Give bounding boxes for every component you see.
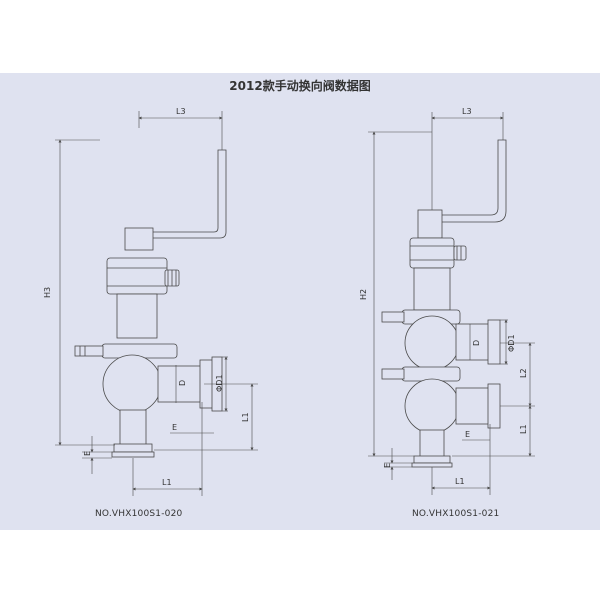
- dimensions-left: [55, 111, 258, 496]
- side-flange-lower-right: [487, 383, 501, 429]
- side-flange-upper-right: [487, 319, 501, 365]
- dim-E-left: E: [83, 451, 92, 456]
- handle-right: [439, 139, 507, 223]
- dim-E-mid-left: E: [172, 423, 177, 432]
- bottom-ferrule-left: [111, 451, 155, 458]
- valve-body-left: [102, 354, 162, 414]
- neck-left: [116, 293, 158, 339]
- dim-L1-bottom-left: L1: [162, 478, 172, 487]
- dimension-labels-right: L3 H2 D ΦD1 L2 L1 E E L1: [359, 107, 528, 486]
- side-outlet-upper-right: [455, 323, 493, 361]
- clamp-bolt-left: [74, 345, 104, 357]
- dim-D1-right: ΦD1: [507, 334, 516, 352]
- model-number-left: NO.VHX100S1-020: [95, 509, 183, 519]
- handle-left: [150, 149, 227, 239]
- bottom-outlet-left: [119, 409, 147, 447]
- dim-D1-left: ΦD1: [215, 374, 224, 392]
- dim-L2-right: L2: [519, 368, 528, 378]
- bottom-flange-left: [113, 443, 153, 453]
- dim-E-mid-right: E: [465, 430, 470, 439]
- dim-L1-bottom-right: L1: [455, 477, 465, 486]
- neck-right: [413, 267, 451, 311]
- dim-H2-right: H2: [359, 289, 368, 300]
- valve-right: [381, 139, 507, 468]
- dim-E-left-right: E: [383, 463, 392, 468]
- dim-L1-vertical-right: L1: [519, 424, 528, 434]
- valve-left: [74, 149, 227, 458]
- clamp-bolt-upper-right: [381, 311, 405, 323]
- stem-top-left: [124, 227, 154, 251]
- bottom-flange-right: [413, 455, 451, 464]
- sheet-title: 2012款手动换向阀数据图: [229, 79, 371, 93]
- actuator-right: [409, 237, 455, 269]
- dim-D-left: D: [178, 380, 187, 386]
- model-number-right: NO.VHX100S1-021: [412, 509, 500, 519]
- knob-right: [453, 245, 467, 261]
- dim-L3-left: L3: [176, 107, 186, 116]
- clamp-bolt-lower-right: [381, 368, 405, 380]
- stem-top-right: [417, 209, 443, 239]
- dim-D-right: D: [472, 340, 481, 346]
- dim-H3-left: H3: [43, 287, 52, 298]
- valve-body-lower-right: [404, 378, 460, 434]
- dimension-labels-left: L3 H3 D ΦD1 L1 E E L1: [43, 107, 250, 487]
- valve-body-upper-right: [404, 315, 460, 371]
- actuator-left: [106, 257, 168, 295]
- dim-L3-right: L3: [462, 107, 472, 116]
- dim-L1-vertical-left: L1: [241, 412, 250, 422]
- bottom-ferrule-right: [411, 462, 453, 468]
- bottom-outlet-right: [419, 429, 445, 459]
- side-outlet-lower-right: [455, 387, 493, 425]
- dimensions-right: [368, 112, 535, 495]
